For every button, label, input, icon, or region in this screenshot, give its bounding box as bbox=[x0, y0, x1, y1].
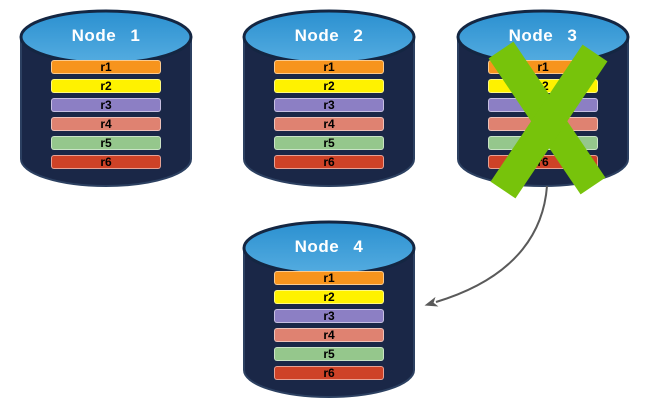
record-bar-r2: r2 bbox=[51, 79, 161, 93]
record-label: r6 bbox=[323, 366, 335, 380]
record-label: r2 bbox=[323, 290, 335, 304]
record-bar-r4: r4 bbox=[274, 328, 384, 342]
db-node-2: Node 2 r1 r2 r3 r4 r5 r6 bbox=[241, 8, 417, 189]
db-node-4: Node 4 r1 r2 r3 r4 r5 r6 bbox=[241, 219, 417, 400]
db-node-1: Node 1 r1 r2 r3 r4 r5 r6 bbox=[18, 8, 194, 189]
record-label: r4 bbox=[323, 117, 335, 131]
record-label: r4 bbox=[100, 117, 112, 131]
record-bar-r1: r1 bbox=[274, 60, 384, 74]
record-list: r1 r2 r3 r4 r5 r6 bbox=[274, 271, 384, 385]
node-title: Node 2 bbox=[294, 26, 364, 45]
record-label: r1 bbox=[323, 60, 335, 74]
record-bar-r3: r3 bbox=[51, 98, 161, 112]
record-bar-r5: r5 bbox=[51, 136, 161, 150]
record-bar-r5: r5 bbox=[274, 347, 384, 361]
record-label: r2 bbox=[100, 79, 112, 93]
record-bar-r1: r1 bbox=[51, 60, 161, 74]
record-bar-r2: r2 bbox=[274, 79, 384, 93]
record-bar-r1: r1 bbox=[274, 271, 384, 285]
record-list: r1 r2 r3 r4 r5 r6 bbox=[274, 60, 384, 174]
record-bar-r2: r2 bbox=[274, 290, 384, 304]
record-bar-r4: r4 bbox=[274, 117, 384, 131]
x-stroke-2 bbox=[490, 44, 608, 199]
record-bar-r5: r5 bbox=[274, 136, 384, 150]
record-label: r5 bbox=[100, 136, 112, 150]
record-list: r1 r2 r3 r4 r5 r6 bbox=[51, 60, 161, 174]
failure-x-icon bbox=[488, 41, 608, 199]
record-label: r6 bbox=[537, 155, 549, 169]
record-bar-r3: r3 bbox=[274, 98, 384, 112]
record-bar-r4: r4 bbox=[51, 117, 161, 131]
record-bar-r6: r6 bbox=[274, 155, 384, 169]
failover-arrow bbox=[424, 185, 548, 307]
record-bar-r6: r6 bbox=[274, 366, 384, 380]
record-label: r5 bbox=[323, 347, 335, 361]
record-label: r1 bbox=[100, 60, 112, 74]
record-label: r3 bbox=[100, 98, 112, 112]
record-label: r3 bbox=[323, 98, 335, 112]
record-label: r1 bbox=[537, 60, 549, 74]
node-title: Node 4 bbox=[294, 237, 364, 256]
record-label: r6 bbox=[100, 155, 112, 169]
record-label: r2 bbox=[323, 79, 335, 93]
record-label: r6 bbox=[323, 155, 335, 169]
record-label: r5 bbox=[323, 136, 335, 150]
record-bar-r6: r6 bbox=[51, 155, 161, 169]
record-bar-r3: r3 bbox=[274, 309, 384, 323]
db-node-3: Node 3 r1 r2 r3 r4 r5 r6 bbox=[455, 8, 631, 199]
node-title: Node 3 bbox=[508, 26, 578, 45]
record-label: r3 bbox=[323, 309, 335, 323]
record-label: r1 bbox=[323, 271, 335, 285]
node-title: Node 1 bbox=[71, 26, 141, 45]
record-label: r4 bbox=[323, 328, 335, 342]
